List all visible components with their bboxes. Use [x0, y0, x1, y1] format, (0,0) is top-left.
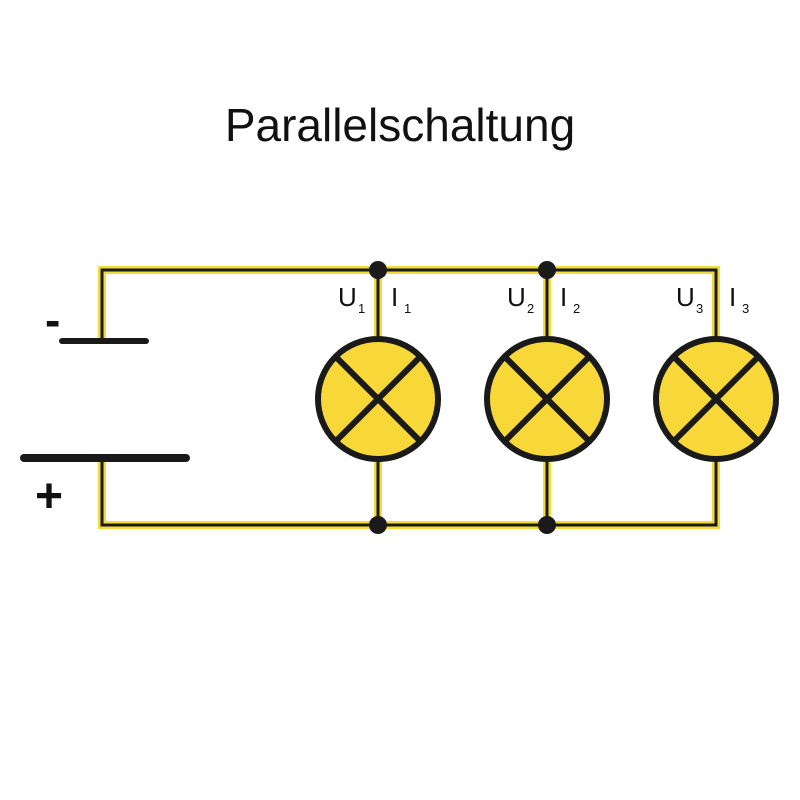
junction-top-1: [369, 261, 387, 279]
junction-bottom-2: [538, 516, 556, 534]
lamp-2: [484, 336, 610, 462]
lamp-3-current-index: 3: [742, 301, 749, 316]
lamp-3-labels: U 3 I 3: [676, 282, 749, 316]
lamp-1-voltage-index: 1: [358, 301, 365, 316]
lamp-3-current-label: I: [729, 282, 736, 312]
lamp-2-current-index: 2: [573, 301, 580, 316]
lamp-3-voltage-index: 3: [696, 301, 703, 316]
battery-symbol: - +: [20, 294, 190, 523]
lamp-3-voltage-label: U: [676, 282, 695, 312]
diagram-title: Parallelschaltung: [224, 99, 576, 151]
lamp-2-voltage-index: 2: [527, 301, 534, 316]
wire-bottom: [100, 457, 718, 527]
lamp-1-current-label: I: [391, 282, 398, 312]
wire-top: [100, 268, 718, 340]
lamp-1-labels: U 1 I 1: [338, 282, 411, 316]
lamp-2-voltage-label: U: [507, 282, 526, 312]
battery-negative-sign: -: [45, 294, 60, 346]
battery-positive-sign: +: [35, 470, 63, 523]
junction-nodes: [369, 261, 556, 534]
lamp-2-labels: U 2 I 2: [507, 282, 580, 316]
junction-bottom-1: [369, 516, 387, 534]
lamp-1-cross-b: [333, 354, 423, 444]
junction-top-2: [538, 261, 556, 279]
wire-core-layer: [100, 268, 718, 527]
lamp-2-current-label: I: [560, 282, 567, 312]
lamp-1-voltage-label: U: [338, 282, 357, 312]
lamp-2-cross-b: [502, 354, 592, 444]
wire-bottom-glow: [98, 457, 720, 529]
lamp-3-cross-b: [671, 354, 761, 444]
lamp-1: [315, 336, 441, 462]
lamp-3: [653, 336, 779, 462]
lamp-1-current-index: 1: [404, 301, 411, 316]
